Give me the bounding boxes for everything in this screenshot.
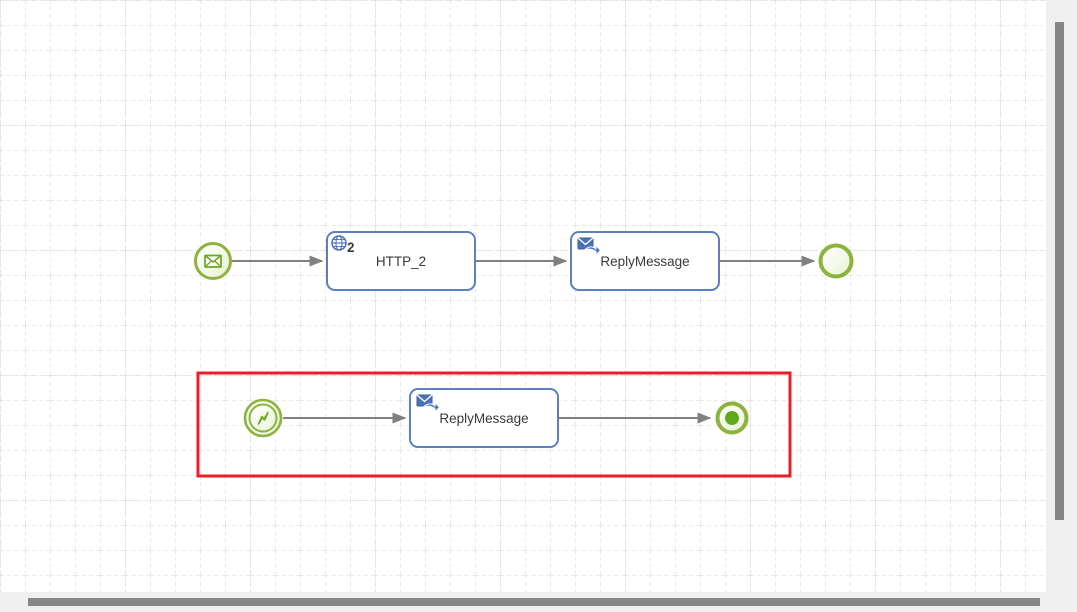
task-label: ReplyMessage <box>600 254 689 269</box>
task-reply-message-1[interactable]: ReplyMessage <box>570 231 720 291</box>
task-box <box>326 231 476 291</box>
task-label: ReplyMessage <box>439 411 528 426</box>
diagram-svg-root: 2 HTTP_2 ReplyMessage <box>0 0 1046 592</box>
flow-row-sub: ReplyMessage <box>196 371 792 478</box>
horizontal-scrollbar-track[interactable] <box>0 592 1077 612</box>
task-reply-message-2[interactable]: ReplyMessage <box>409 388 559 448</box>
task-http-2[interactable]: 2 HTTP_2 <box>326 231 476 291</box>
envelope-icon <box>204 254 222 268</box>
event-inner-circle <box>248 403 278 433</box>
reply-message-icon <box>416 394 441 414</box>
vertical-scrollbar-track[interactable] <box>1046 0 1077 592</box>
flow-row-main: 2 HTTP_2 ReplyMessage <box>194 231 854 291</box>
end-event-circle <box>818 243 854 279</box>
task-box <box>409 388 559 448</box>
filled-circle-icon <box>725 411 739 425</box>
end-event-1[interactable] <box>818 243 854 279</box>
globe-icon-badge: 2 <box>347 240 355 255</box>
reply-message-icon <box>577 237 602 257</box>
vertical-scrollbar-thumb[interactable] <box>1055 22 1064 520</box>
canvas-grid <box>0 0 1046 592</box>
start-escalation-event[interactable] <box>243 398 283 438</box>
horizontal-scrollbar-thumb[interactable] <box>28 598 1040 606</box>
escalation-icon <box>257 411 269 425</box>
terminate-end-event[interactable] <box>715 401 749 435</box>
start-message-event[interactable] <box>194 242 232 280</box>
task-box <box>570 231 720 291</box>
globe-icon <box>331 235 347 251</box>
task-label: HTTP_2 <box>376 254 426 269</box>
selection-rectangle[interactable] <box>196 371 792 478</box>
diagram-canvas[interactable]: 2 HTTP_2 ReplyMessage <box>0 0 1046 592</box>
